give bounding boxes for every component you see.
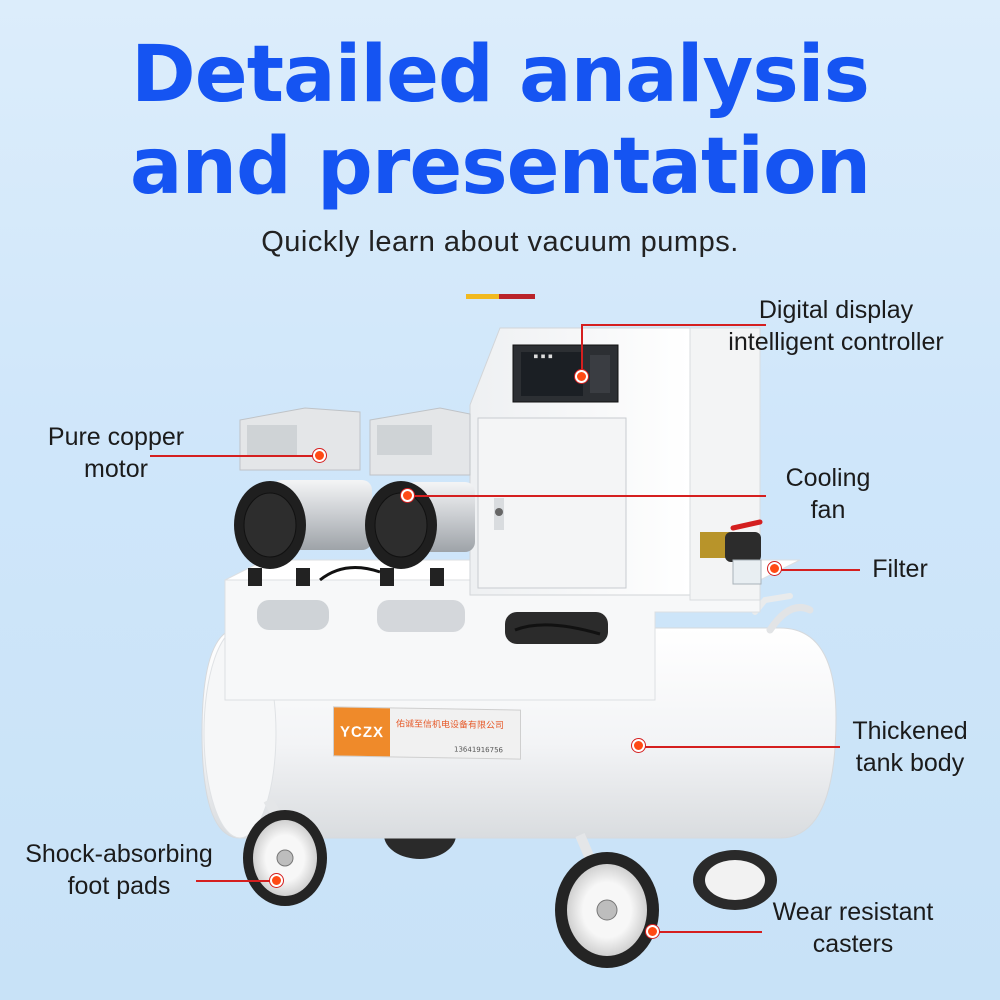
- marker-filter: [768, 562, 781, 575]
- subtitle: Quickly learn about vacuum pumps.: [261, 226, 739, 258]
- marker-tank-body: [632, 739, 645, 752]
- callout-tank-body-line1: Thickened: [852, 717, 968, 745]
- headline-line-1: Detailed analysis: [131, 30, 870, 120]
- leader-digital-display-v: [581, 324, 583, 372]
- leader-digital-display-h: [582, 324, 766, 326]
- callout-copper-motor-line2: motor: [84, 455, 148, 483]
- control-cabinet: [469, 327, 761, 601]
- leader-tank-body: [642, 746, 840, 748]
- divider-yellow: [466, 294, 499, 299]
- callout-casters: Wear resistant casters: [764, 896, 942, 960]
- front-wheels: [243, 797, 659, 968]
- callout-cooling-fan-line2: fan: [810, 496, 846, 524]
- leader-filter: [778, 569, 860, 571]
- brand-plate: YCZX 佑诚至信机电设备有限公司 13641916756: [333, 706, 521, 760]
- leader-copper-motor: [150, 455, 318, 457]
- leader-cooling-fan: [410, 495, 766, 497]
- headline-line-2: and presentation: [129, 122, 871, 212]
- filter-assembly: [700, 519, 763, 585]
- callout-casters-line1: Wear resistant: [772, 898, 934, 926]
- brand-company: 佑诚至信机电设备有限公司: [396, 719, 505, 732]
- divider-red: [499, 294, 535, 299]
- callout-copper-motor-line1: Pure copper: [47, 423, 185, 451]
- leader-casters: [656, 931, 762, 933]
- brand-phone: 13641916756: [454, 745, 503, 755]
- marker-casters: [646, 925, 659, 938]
- callout-cooling-fan-line1: Cooling: [785, 464, 871, 492]
- callout-copper-motor: Pure copper motor: [28, 421, 204, 485]
- callout-foot-pads-line1: Shock-absorbing: [25, 840, 213, 868]
- controller-screen: ■ ■ ■: [534, 353, 553, 360]
- motors: [234, 407, 475, 586]
- callout-cooling-fan: Cooling fan: [770, 462, 886, 526]
- callout-filter-line1: Filter: [872, 555, 928, 583]
- callout-digital-display: Digital display intelligent controller: [722, 294, 950, 358]
- marker-copper-motor: [313, 449, 326, 462]
- marker-digital-display: [575, 370, 588, 383]
- callout-casters-line2: casters: [812, 930, 894, 958]
- callout-foot-pads: Shock-absorbing foot pads: [18, 838, 220, 902]
- callout-tank-body: Thickened tank body: [845, 715, 975, 779]
- marker-cooling-fan: [401, 489, 414, 502]
- callout-digital-display-line1: Digital display: [758, 296, 914, 324]
- brand-logo: YCZX: [334, 707, 390, 757]
- callout-filter: Filter: [862, 553, 938, 585]
- callout-digital-display-line2: intelligent controller: [728, 328, 944, 356]
- marker-foot-pads: [270, 874, 283, 887]
- callout-foot-pads-line2: foot pads: [67, 872, 171, 900]
- callout-tank-body-line2: tank body: [855, 749, 965, 777]
- leader-foot-pads: [196, 880, 276, 882]
